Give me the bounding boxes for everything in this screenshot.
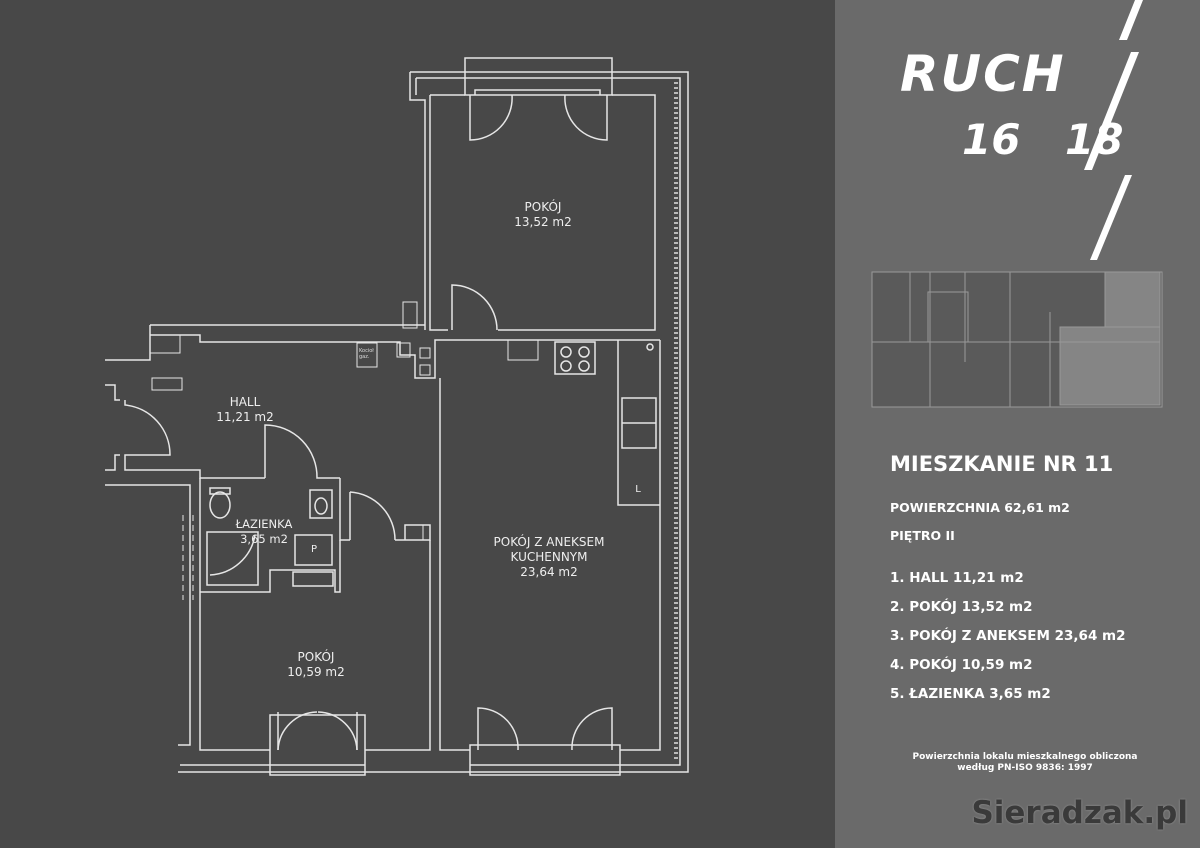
building-key-plan (871, 271, 1163, 408)
surface-area: POWIERZCHNIA 62,61 m2 (890, 500, 1070, 515)
l-label: L (635, 484, 641, 495)
floor-plan-drawing (105, 57, 689, 776)
watermark: Sieradzak.pl (971, 795, 1188, 831)
exterior-wall (178, 71, 689, 773)
floor-level: PIĘTRO II (890, 528, 955, 543)
bathroom-walls (199, 478, 431, 751)
logo-number-right: 18 (1065, 115, 1124, 164)
apartment-title: MIESZKANIE NR 11 (890, 452, 1114, 476)
vent-shafts (149, 301, 539, 600)
room-list-item: 5. ŁAZIENKA 3,65 m2 (890, 686, 1051, 702)
kitchen-units (554, 340, 660, 506)
room-list-item: 1. HALL 11,21 m2 (890, 570, 1024, 586)
logo-text: RUCH (900, 45, 1066, 103)
room-list-item: 4. POKÓJ 10,59 m2 (890, 657, 1033, 673)
boiler-label: Kocioł gaz. (359, 348, 374, 360)
info-panel: RUCH 16 18 MIESZKANIE NR 11 POWIERZCHNIA… (835, 0, 1200, 848)
p-label: P (310, 544, 318, 555)
bottom-windows (269, 707, 621, 776)
hall-walls (105, 324, 661, 751)
room-top-walls (409, 57, 656, 331)
room-list-item: 2. POKÓJ 13,52 m2 (890, 599, 1033, 615)
logo-slash (1084, 0, 1143, 260)
room-list-item: 3. POKÓJ Z ANEKSEM 23,64 m2 (890, 628, 1126, 644)
area-note: Powierzchnia lokalu mieszkalnego obliczo… (912, 752, 1138, 773)
logo-number-left: 16 (962, 115, 1021, 164)
